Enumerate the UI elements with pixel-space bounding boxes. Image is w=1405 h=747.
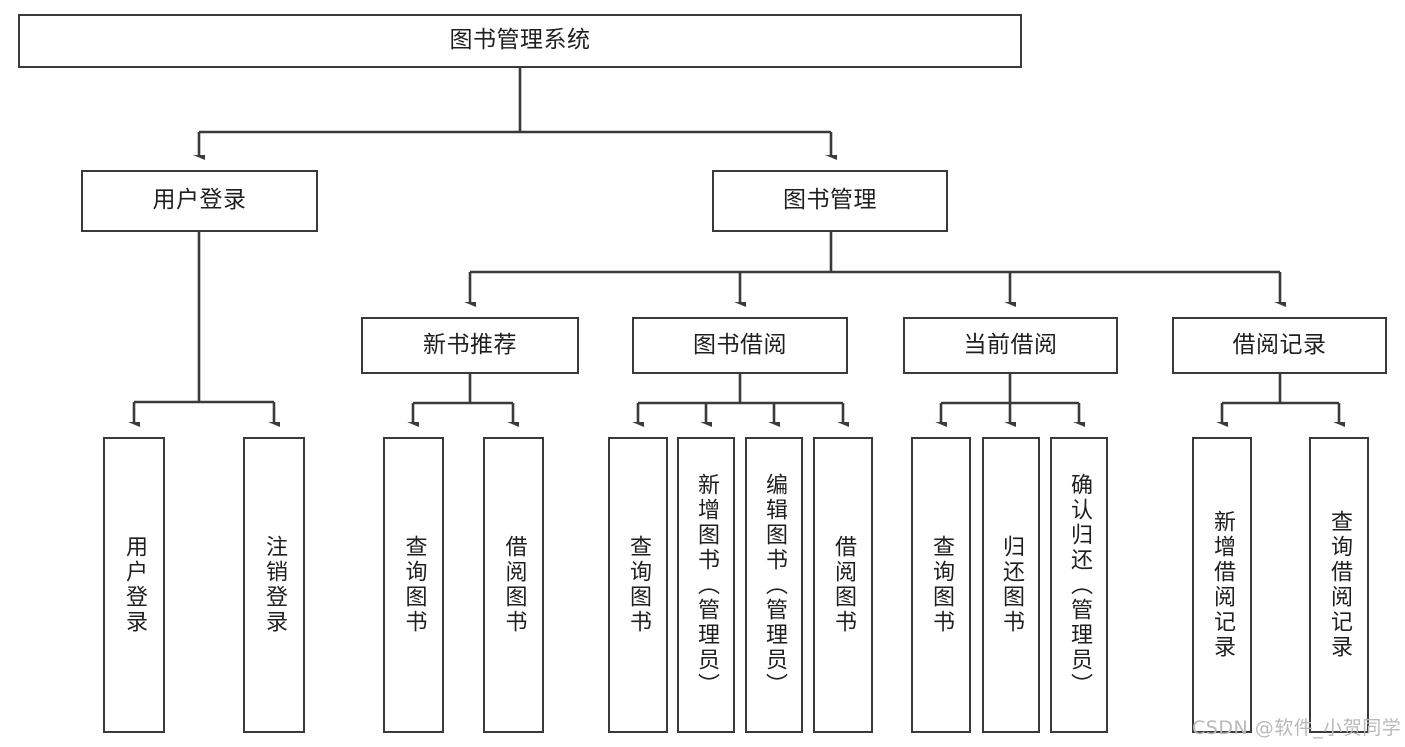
leaf-user-login-logout[interactable]: 注销登录: [243, 437, 305, 733]
node-label: 查询图书: [625, 535, 651, 635]
node-label: 新增借阅记录: [1209, 510, 1235, 660]
node-current-borrow[interactable]: 当前借阅: [903, 317, 1118, 374]
csdn-watermark: CSDN @软件_小贺同学: [1192, 717, 1402, 739]
leaf-borrow-record-query-record[interactable]: 查询借阅记录: [1309, 437, 1369, 733]
node-label: 注销登录: [261, 535, 287, 635]
node-label: 图书管理: [783, 187, 877, 214]
node-label: 查询借阅记录: [1326, 510, 1352, 660]
leaf-book-borrow-borrow-book[interactable]: 借阅图书: [813, 437, 873, 733]
leaf-current-borrow-confirm-return-admin[interactable]: 确认归还（管理员）: [1050, 437, 1108, 733]
node-label: 查询图书: [928, 535, 954, 635]
node-label: 编辑图书（管理员）: [761, 472, 787, 698]
leaf-current-borrow-query-book[interactable]: 查询图书: [911, 437, 971, 733]
node-book-management[interactable]: 图书管理: [712, 170, 948, 232]
node-label: 借阅图书: [501, 535, 527, 635]
node-label: 查询图书: [401, 535, 427, 635]
leaf-current-borrow-return-book[interactable]: 归还图书: [982, 437, 1040, 733]
node-label: 图书借阅: [693, 331, 787, 358]
node-label: 当前借阅: [963, 331, 1058, 358]
node-label: 新书推荐: [423, 331, 517, 358]
leaf-book-borrow-edit-book-admin[interactable]: 编辑图书（管理员）: [745, 437, 803, 733]
leaf-book-borrow-query-book[interactable]: 查询图书: [608, 437, 668, 733]
node-label: 新增图书（管理员）: [693, 472, 719, 698]
node-root-book-management-system[interactable]: 图书管理系统: [18, 14, 1022, 68]
node-label: 归还图书: [998, 535, 1024, 635]
node-label: 图书管理系统: [449, 27, 591, 54]
leaf-borrow-record-add-record[interactable]: 新增借阅记录: [1192, 437, 1252, 733]
node-new-book-recommend[interactable]: 新书推荐: [361, 317, 579, 374]
node-user-login[interactable]: 用户登录: [81, 170, 318, 232]
node-label: 借阅图书: [830, 535, 856, 635]
node-borrow-record[interactable]: 借阅记录: [1172, 317, 1387, 374]
node-label: 确认归还（管理员）: [1066, 472, 1092, 698]
leaf-user-login-login[interactable]: 用户登录: [103, 437, 165, 733]
node-label: 用户登录: [121, 535, 147, 635]
leaf-new-book-query-book[interactable]: 查询图书: [383, 437, 444, 733]
node-label: 用户登录: [152, 187, 247, 214]
node-book-borrow[interactable]: 图书借阅: [632, 317, 848, 374]
leaf-book-borrow-add-book-admin[interactable]: 新增图书（管理员）: [677, 437, 735, 733]
node-label: 借阅记录: [1232, 331, 1327, 358]
leaf-new-book-borrow-book[interactable]: 借阅图书: [483, 437, 544, 733]
